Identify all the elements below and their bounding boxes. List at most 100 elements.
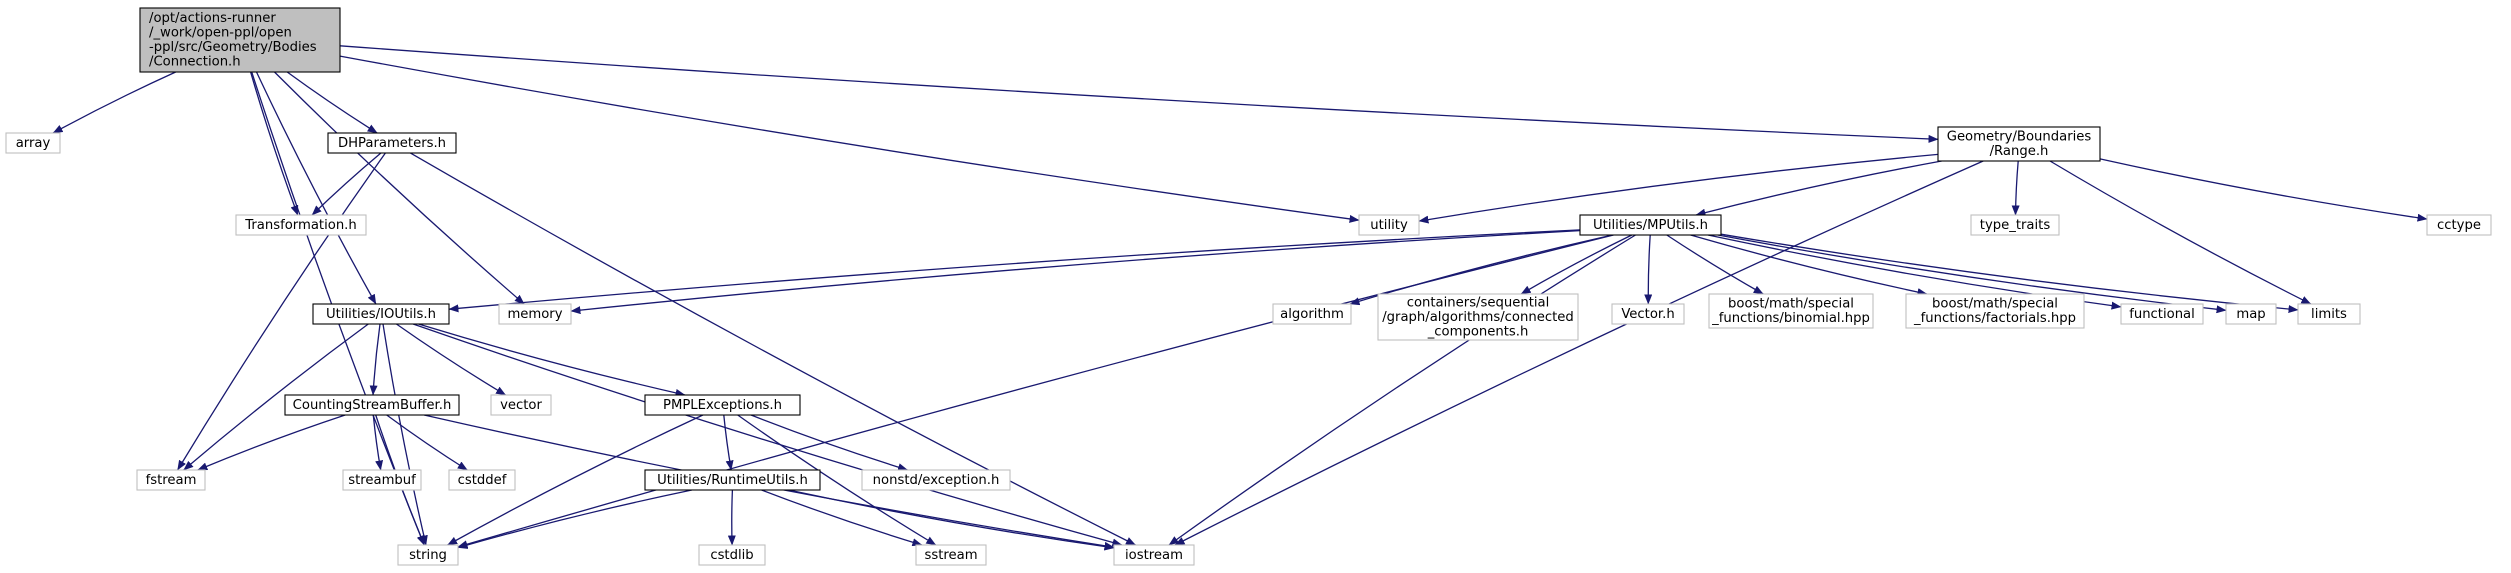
node-runtimeutils[interactable]: Utilities/RuntimeUtils.h bbox=[644, 469, 821, 491]
node-dhparameters[interactable]: DHParameters.h bbox=[327, 132, 457, 154]
node-functional: functional bbox=[2120, 303, 2204, 325]
node-algorithm: algorithm bbox=[1272, 303, 1352, 325]
node-label-line: CountingStreamBuffer.h bbox=[293, 398, 452, 413]
node-label-line: _functions/factorials.hpp bbox=[1913, 311, 2076, 326]
node-label-line: Utilities/MPUtils.h bbox=[1593, 218, 1708, 233]
node-transformation: Transformation.h bbox=[235, 214, 367, 236]
node-label-line: algorithm bbox=[1280, 307, 1344, 322]
node-label-line: utility bbox=[1370, 218, 1408, 233]
node-label-line: iostream bbox=[1125, 548, 1183, 563]
edge-range-to-mputils bbox=[1695, 160, 1942, 217]
node-label-line: DHParameters.h bbox=[338, 136, 446, 151]
node-iostream: iostream bbox=[1113, 544, 1195, 566]
node-box bbox=[861, 469, 1011, 491]
node-limits: limits bbox=[2297, 303, 2361, 325]
node-label-line: streambuf bbox=[348, 473, 416, 488]
edge-dhparameters-to-fstream bbox=[177, 152, 386, 471]
edge-runtimeutils-to-string bbox=[457, 489, 693, 549]
node-countingstreambuffer[interactable]: CountingStreamBuffer.h bbox=[284, 394, 460, 416]
edge-countingstreambuffer-to-streambuf bbox=[372, 414, 384, 471]
node-mputils[interactable]: Utilities/MPUtils.h bbox=[1579, 214, 1722, 236]
node-vector: vector bbox=[490, 394, 552, 416]
edge-range-to-limits bbox=[2049, 160, 2312, 305]
node-label-line: /Range.h bbox=[1990, 144, 2049, 159]
edge-connection-to-ioutils bbox=[255, 71, 377, 305]
node-label-line: /_work/open-ppl/open bbox=[149, 26, 292, 41]
node-box bbox=[698, 544, 766, 566]
nodes: /opt/actions-runner/_work/open-ppl/open-… bbox=[5, 7, 2492, 566]
node-range[interactable]: Geometry/Boundaries/Range.h bbox=[1937, 126, 2101, 162]
edge-range-to-iostream bbox=[1174, 160, 1984, 546]
node-box bbox=[2297, 303, 2361, 325]
node-cstdlib: cstdlib bbox=[698, 544, 766, 566]
node-label-line: boost/math/special bbox=[1728, 297, 1854, 312]
node-streambuf: streambuf bbox=[342, 469, 422, 491]
node-pmplexceptions[interactable]: PMPLExceptions.h bbox=[644, 394, 801, 416]
node-box bbox=[2120, 303, 2204, 325]
edge-countingstreambuffer-to-fstream bbox=[197, 414, 346, 471]
edge-range-to-utility bbox=[1418, 153, 1939, 224]
node-label-line: PMPLExceptions.h bbox=[663, 398, 782, 413]
edge-mputils-to-binomial bbox=[1666, 234, 1764, 295]
node-label-line: Utilities/RuntimeUtils.h bbox=[657, 473, 808, 488]
node-label-line: Transformation.h bbox=[244, 218, 357, 233]
node-box bbox=[312, 303, 450, 325]
node-ioutils[interactable]: Utilities/IOUtils.h bbox=[312, 303, 450, 325]
node-utility: utility bbox=[1358, 214, 1420, 236]
node-fstream: fstream bbox=[136, 469, 206, 491]
node-box bbox=[136, 469, 206, 491]
node-label-line: type_traits bbox=[1980, 218, 2051, 233]
node-box bbox=[644, 394, 801, 416]
node-label-line: -ppl/src/Geometry/Bodies bbox=[149, 40, 317, 55]
node-cstddef: cstddef bbox=[448, 469, 516, 491]
edge-runtimeutils-to-sstream bbox=[761, 489, 923, 547]
edge-pmplexceptions-to-sstream bbox=[737, 414, 937, 546]
node-factorials: boost/math/special_functions/factorials.… bbox=[1905, 293, 2085, 329]
node-label-line: fstream bbox=[146, 473, 197, 488]
edge-ioutils-to-fstream bbox=[183, 323, 369, 471]
edge-dhparameters-to-transformation bbox=[311, 152, 382, 216]
node-box bbox=[1358, 214, 1420, 236]
node-box bbox=[1611, 303, 1685, 325]
edge-mputils-to-map bbox=[1717, 234, 2227, 314]
node-box bbox=[490, 394, 552, 416]
node-label-line: string bbox=[409, 548, 447, 563]
node-label-line: map bbox=[2236, 307, 2265, 322]
node-label-line: /Connection.h bbox=[149, 55, 241, 70]
node-box bbox=[1905, 293, 2085, 329]
node-label-line: _functions/binomial.hpp bbox=[1711, 311, 1870, 326]
node-connection[interactable]: /opt/actions-runner/_work/open-ppl/open-… bbox=[139, 7, 341, 73]
node-box bbox=[1377, 293, 1579, 341]
edge-pmplexceptions-to-string bbox=[447, 414, 704, 546]
edge-mputils-to-connected_components bbox=[1520, 234, 1633, 295]
node-label-line: array bbox=[16, 136, 51, 151]
node-cctype: cctype bbox=[2426, 214, 2492, 236]
edge-connection-to-dhparameters bbox=[286, 71, 378, 134]
node-label-line: vector bbox=[500, 398, 542, 413]
edge-mputils-to-memory bbox=[570, 229, 1581, 315]
node-box bbox=[1579, 214, 1722, 236]
node-label-line: _components.h bbox=[1427, 324, 1529, 339]
edge-dhparameters-to-iostream bbox=[410, 152, 1136, 546]
node-label-line: /graph/algorithms/connected bbox=[1382, 310, 1574, 325]
node-box bbox=[1708, 293, 1874, 329]
edge-ioutils-to-iostream bbox=[412, 323, 1123, 547]
node-box bbox=[1937, 126, 2101, 162]
node-box bbox=[284, 394, 460, 416]
edge-countingstreambuffer-to-cstddef bbox=[386, 414, 468, 471]
edge-runtimeutils-to-iostream bbox=[788, 489, 1115, 551]
edge-mputils-to-limits bbox=[1720, 233, 2299, 313]
node-memory: memory bbox=[498, 303, 572, 325]
node-label-line: cstddef bbox=[458, 473, 507, 488]
edge-ioutils-to-string bbox=[382, 323, 428, 546]
node-label-line: boost/math/special bbox=[1932, 297, 2058, 312]
edges bbox=[52, 45, 2428, 551]
edge-ioutils-to-countingstreambuffer bbox=[369, 323, 381, 396]
node-map: map bbox=[2225, 303, 2277, 325]
node-box bbox=[1970, 214, 2060, 236]
edge-mputils-to-ioutils bbox=[448, 229, 1581, 313]
node-label-line: limits bbox=[2311, 307, 2347, 322]
edge-connection-to-memory bbox=[274, 71, 525, 305]
edge-mputils-to-factorials bbox=[1690, 234, 1928, 296]
